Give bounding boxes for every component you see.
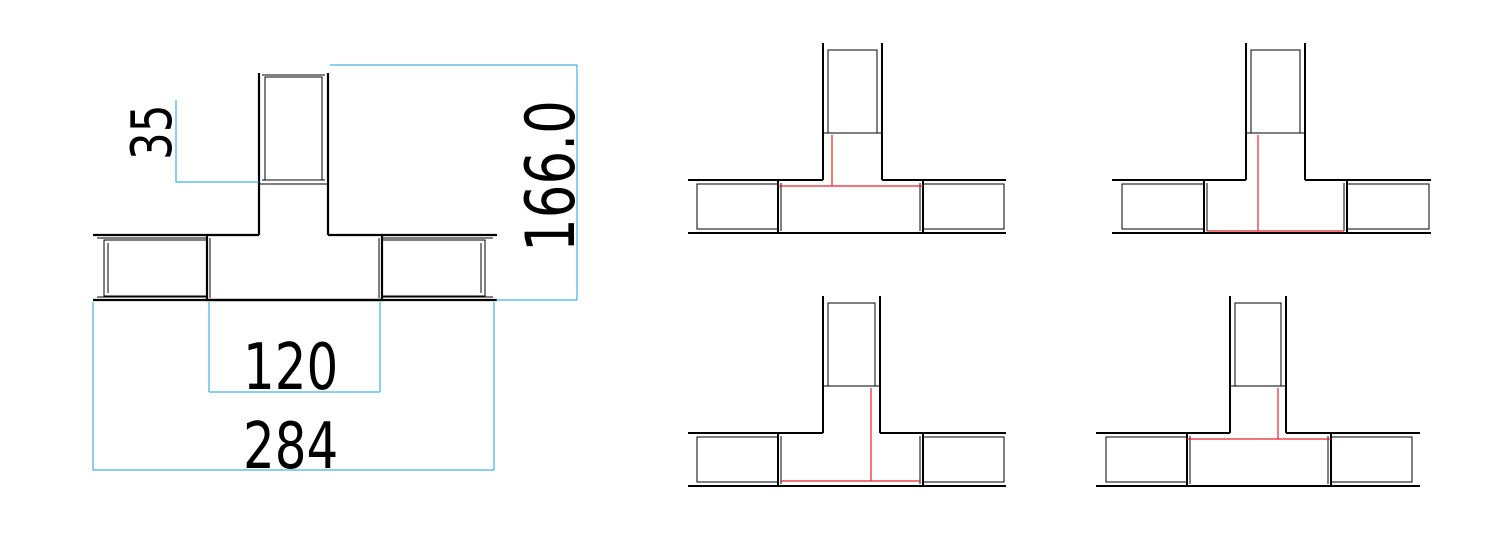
variant-vertical-right-split bbox=[688, 296, 1006, 487]
dim-overall-height: 166.0 bbox=[512, 100, 591, 252]
variant-horizontal-split bbox=[688, 43, 1006, 234]
dim-center-width: 120 bbox=[243, 330, 338, 405]
dim-overall-width: 284 bbox=[243, 409, 338, 484]
dim-stem-length: 35 bbox=[119, 104, 185, 160]
dimension-lines bbox=[92, 64, 578, 471]
variant-horizontal-wide-split bbox=[1096, 296, 1420, 487]
variant-vertical-center-split bbox=[1112, 43, 1431, 234]
main-t-connector bbox=[93, 73, 497, 302]
